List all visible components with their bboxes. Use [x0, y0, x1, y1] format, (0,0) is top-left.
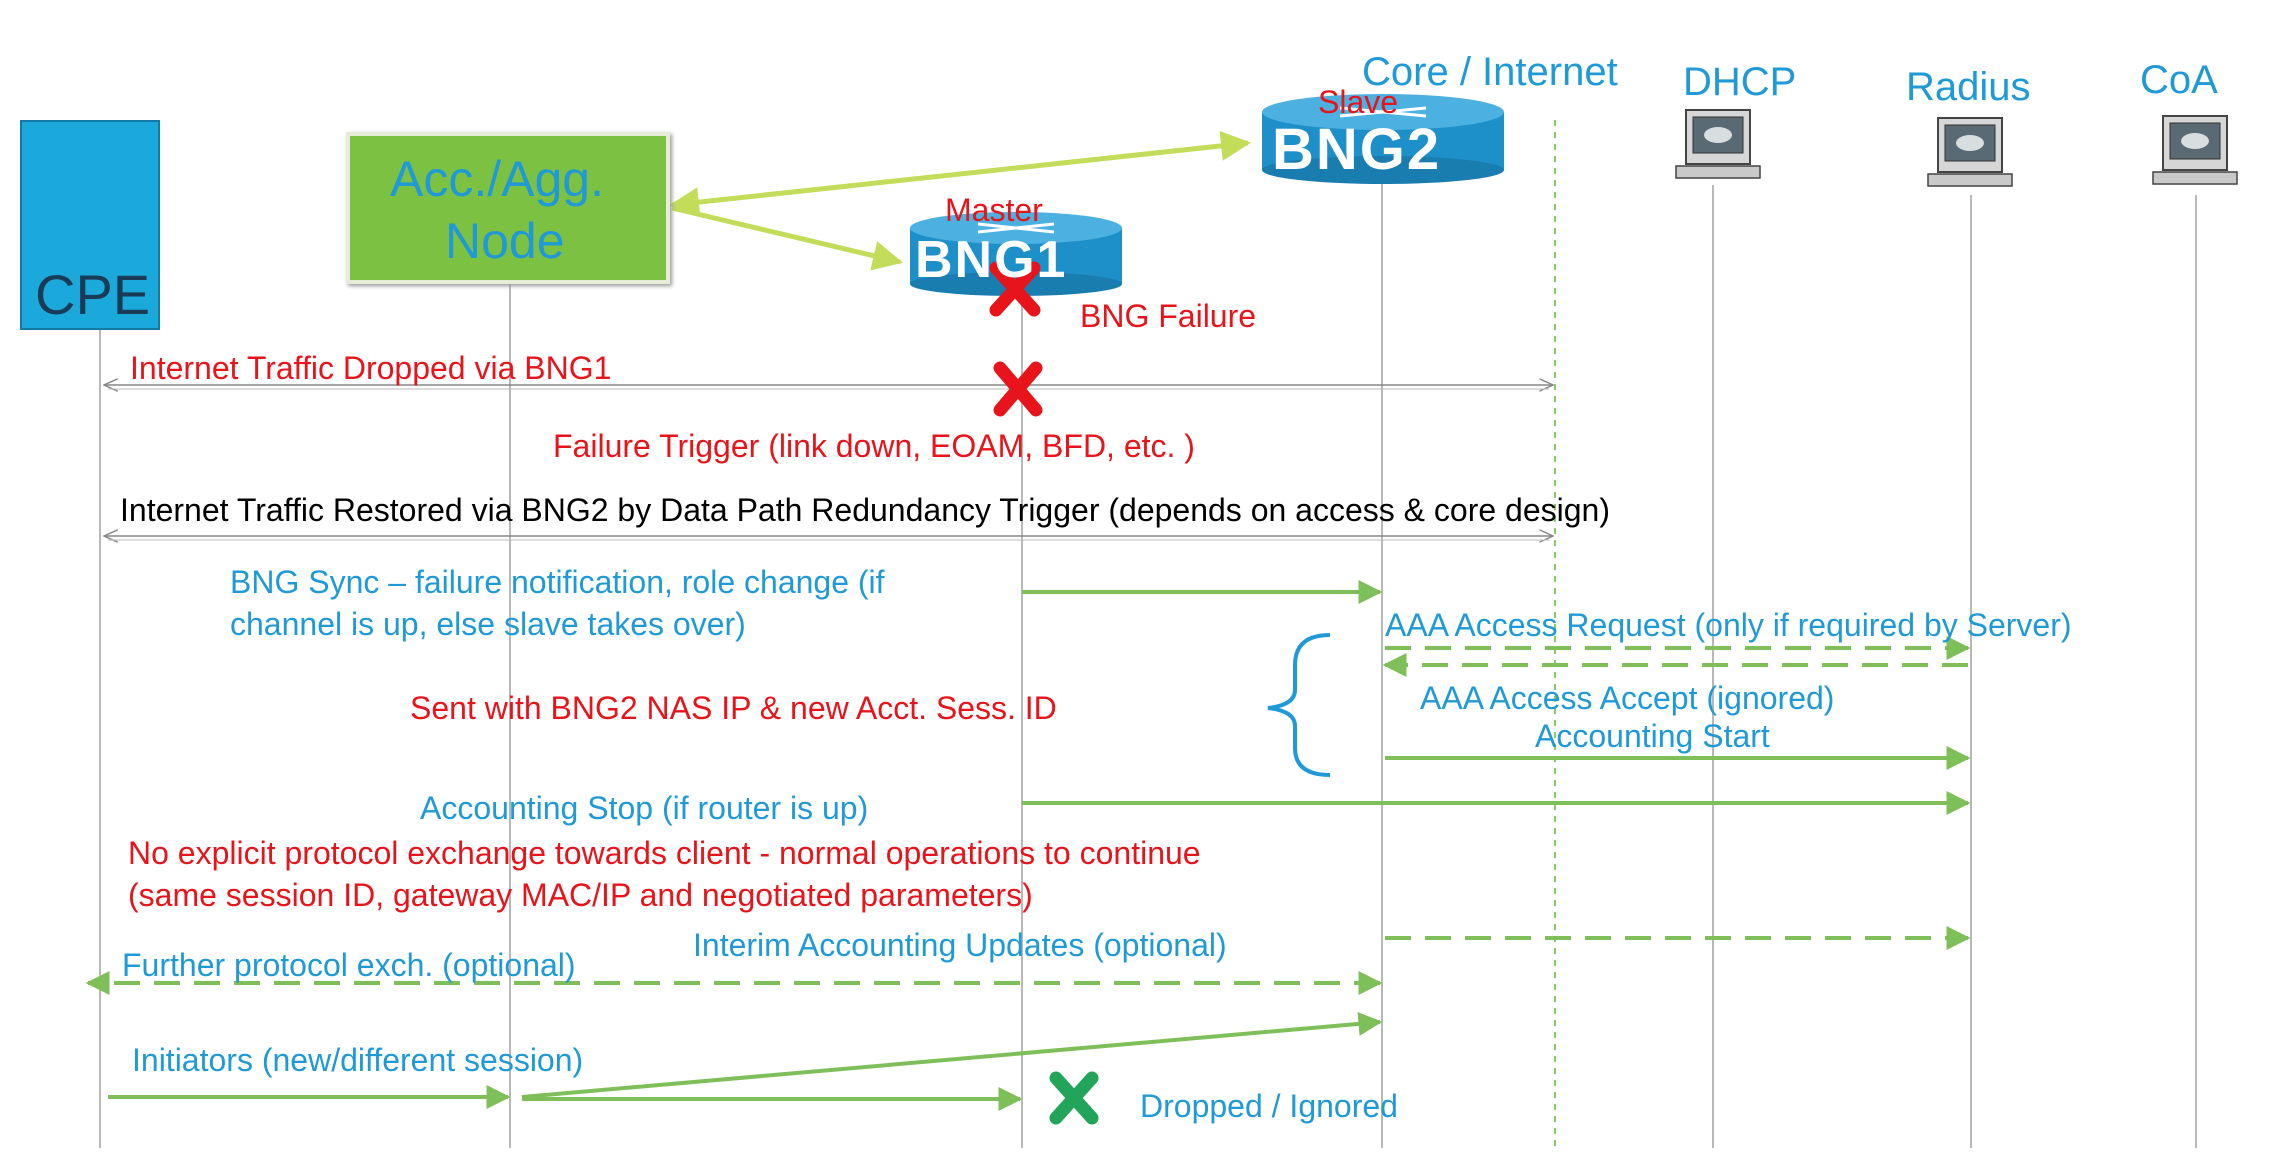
further-exch-label: Further protocol exch. (optional)	[122, 947, 576, 983]
brace	[1267, 633, 1331, 777]
router-icon-bng1	[910, 212, 1122, 296]
arrow-initiators-acc-bng2	[521, 1011, 1383, 1099]
no-explicit-label-line1: No explicit protocol exchange towards cl…	[128, 835, 1201, 871]
aaa-request-label: AAA Access Request (only if required by …	[1385, 607, 2072, 643]
dropped-x-icon	[1049, 1071, 1099, 1125]
bng-sync-label-line2: channel is up, else slave takes over)	[230, 606, 746, 642]
slave-label: Slave	[1318, 84, 1399, 120]
failure-trigger-label: Failure Trigger (link down, EOAM, BFD, e…	[553, 428, 1195, 464]
dhcp-label: DHCP	[1683, 60, 1797, 104]
router-icon-bng2	[1262, 94, 1504, 184]
master-label: Master	[945, 192, 1043, 228]
no-explicit-label-line2: (same session ID, gateway MAC/IP and neg…	[128, 877, 1033, 913]
sent-with-label: Sent with BNG2 NAS IP & new Acct. Sess. …	[410, 690, 1057, 726]
accounting-start-label: Accounting Start	[1535, 718, 1770, 754]
server-icon-radius	[1927, 117, 2013, 187]
bng1-router-label: BNG1	[915, 231, 1068, 289]
cpe-node-box	[20, 120, 160, 330]
acc-node-label-line2: Node	[445, 213, 565, 269]
traffic-restored-label: Internet Traffic Restored via BNG2 by Da…	[120, 492, 1610, 528]
failure-x-icon-traffic	[993, 361, 1043, 417]
traffic-dropped-label: Internet Traffic Dropped via BNG1	[130, 350, 612, 386]
arrow-acc-bng2	[669, 130, 1251, 218]
acc-agg-node-box	[346, 132, 670, 284]
bng-failure-label: BNG Failure	[1080, 298, 1257, 334]
initiators-label: Initiators (new/different session)	[132, 1042, 584, 1078]
accounting-stop-label: Accounting Stop (if router is up)	[420, 790, 869, 826]
failure-x-icon	[989, 261, 1041, 317]
acc-node-label-line1: Acc./Agg.	[390, 151, 604, 207]
server-icon-coa	[2152, 115, 2238, 185]
radius-label: Radius	[1906, 65, 2031, 109]
coa-label: CoA	[2140, 58, 2218, 102]
bng-sync-label-line1: BNG Sync – failure notification, role ch…	[230, 564, 885, 600]
server-icon-dhcp	[1675, 109, 1761, 179]
dropped-label: Dropped / Ignored	[1140, 1088, 1398, 1124]
cpe-label: CPE	[35, 263, 151, 326]
core-internet-label: Core / Internet	[1362, 50, 1618, 94]
interim-updates-label: Interim Accounting Updates (optional)	[693, 927, 1227, 963]
aaa-accept-label: AAA Access Accept (ignored)	[1420, 680, 1835, 716]
bng2-router-label: BNG2	[1272, 117, 1442, 182]
arrow-acc-bng1	[671, 205, 903, 271]
